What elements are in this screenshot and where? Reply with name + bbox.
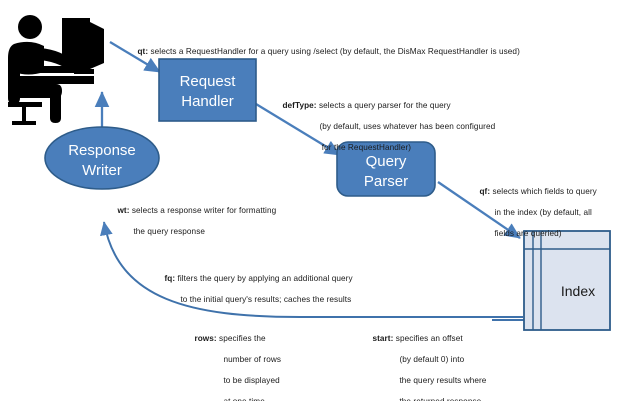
annotation-start: start: specifies an offset (by default 0… <box>363 323 486 401</box>
arrow-request-handler-to-query-parser <box>255 103 341 156</box>
annotation-rows-line-2: number of rows <box>223 354 282 364</box>
annotation-rows-line-1: specifies the <box>219 333 266 343</box>
annotation-fq-line-2: to the initial query's results; caches t… <box>180 294 352 304</box>
annotation-wt-line-2: the query response <box>133 226 206 236</box>
annotation-start-param: start: <box>372 333 396 343</box>
annotation-wt-param: wt: <box>117 205 132 215</box>
annotation-rows: rows: specifies the number of rows to be… <box>185 323 281 401</box>
annotation-wt-line-1: selects a response writer for formatting <box>131 205 277 215</box>
annotation-qf-line-3: fields are queried) <box>494 228 562 238</box>
annotation-fq: fq: filters the query by applying an add… <box>155 263 353 316</box>
node-index-label: Index <box>561 283 595 299</box>
annotation-qf-line-2: in the index (by default, all <box>494 207 592 217</box>
annotation-deftype-line-2: (by default, uses whatever has been conf… <box>319 121 496 131</box>
annotation-qt-param: qt: <box>137 46 151 56</box>
annotation-qf: qf: selects which fields to query in the… <box>470 176 597 250</box>
node-query-parser-label-line1: Query <box>366 153 407 170</box>
annotation-start-line-4: the returned response <box>399 397 481 401</box>
node-response-writer-label-line1: Response <box>68 142 136 159</box>
annotation-deftype-param: defType: <box>282 100 319 110</box>
annotation-qf-param: qf: <box>479 186 493 196</box>
user-person-icon <box>8 15 104 125</box>
annotation-deftype-line-1: selects a query parser for the query <box>318 100 451 110</box>
annotation-fq-line-1: filters the query by applying an additio… <box>177 273 353 283</box>
annotation-start-line-1: specifies an offset <box>395 333 463 343</box>
annotation-deftype-line-3: for the RequestHandler) <box>319 142 412 152</box>
node-query-parser-label-line2: Parser <box>364 173 408 190</box>
node-query-parser[interactable]: Query Parser <box>336 141 436 197</box>
annotation-qf-line-1: selects which fields to query <box>492 186 597 196</box>
annotation-start-line-2: (by default 0) into <box>399 354 465 364</box>
annotation-start-line-3: the query results where <box>399 375 487 385</box>
annotation-fq-param: fq: <box>164 273 178 283</box>
arrow-index-to-response-writer <box>100 221 523 318</box>
annotation-wt: wt: selects a response writer for format… <box>108 195 276 248</box>
annotation-rows-line-3: to be displayed <box>223 375 280 385</box>
annotation-qt-line-1: selects a RequestHandler for a query usi… <box>150 46 520 56</box>
node-index[interactable]: Index <box>523 230 611 331</box>
node-response-writer[interactable]: Response Writer <box>44 126 160 190</box>
arrow-query-parser-to-index <box>437 181 521 239</box>
annotation-qt: qt: selects a RequestHandler for a query… <box>128 36 520 68</box>
node-request-handler-label-line1: Request <box>180 73 237 90</box>
node-request-handler[interactable]: Request Handler <box>158 58 257 122</box>
annotation-rows-line-4: at one time <box>223 397 264 401</box>
annotation-rows-param: rows: <box>194 333 220 343</box>
arrow-user-to-request-handler <box>109 41 161 73</box>
annotation-deftype: defType: selects a query parser for the … <box>273 90 495 164</box>
node-request-handler-label-line2: Handler <box>181 93 234 110</box>
node-response-writer-label-line2: Writer <box>82 162 122 179</box>
